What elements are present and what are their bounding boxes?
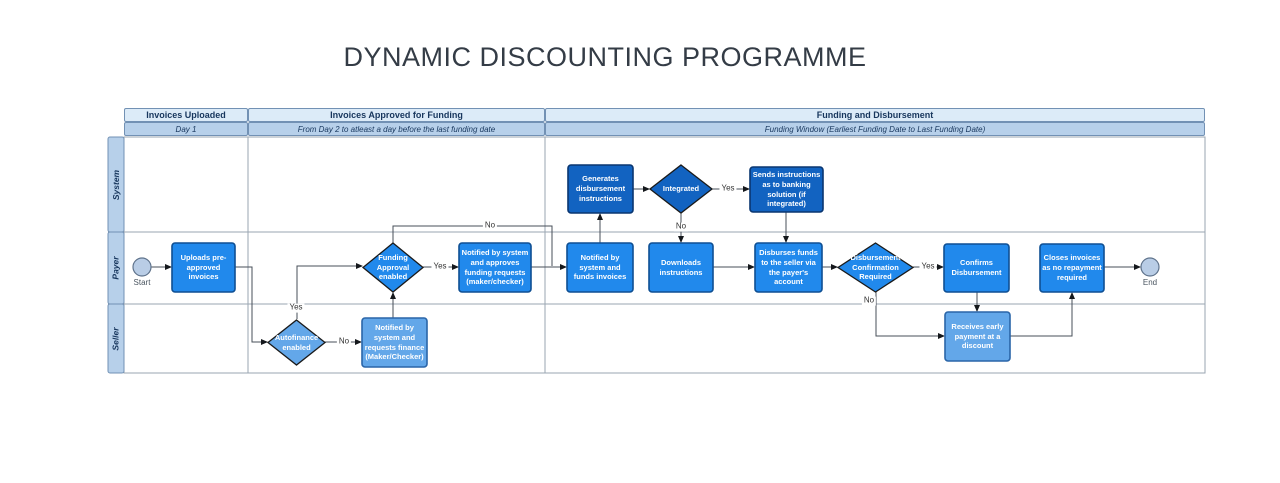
node-integrated: Integrated bbox=[662, 184, 700, 194]
node-funds-invoices: Notified by system and funds invoices bbox=[573, 252, 627, 282]
node-generates-instructions-shape bbox=[567, 164, 634, 214]
phase-subtitle-1: From Day 2 to atleast a day before the l… bbox=[248, 122, 545, 136]
node-funding-approval-enabled: Funding Approval enabled bbox=[376, 252, 410, 282]
node-integrated-shape bbox=[648, 164, 714, 214]
edge-confirmation-no bbox=[875, 292, 945, 339]
node-downloads-instructions: Downloads instructions bbox=[659, 257, 703, 277]
edge-label-funding-approval-no: No bbox=[482, 220, 498, 231]
node-disburses-funds: Disburses funds to the seller via the pa… bbox=[759, 248, 818, 287]
node-uploads-invoices: Uploads pre-approved invoices bbox=[180, 252, 227, 282]
node-approves-funding-requests-shape bbox=[458, 242, 532, 293]
node-confirms-disbursement: Confirms Disbursement bbox=[951, 258, 1002, 277]
node-disbursement-confirmation-required: Disbursement Confirmation Required bbox=[850, 252, 901, 282]
lane-strip-seller bbox=[107, 303, 125, 374]
edge-label-autofinance-yes: Yes bbox=[287, 302, 305, 313]
node-end-label: End bbox=[1142, 278, 1158, 287]
node-disburses-funds-shape bbox=[754, 242, 823, 293]
phase-subtitle-0: Day 1 bbox=[124, 122, 248, 136]
edge-label-confirmation-yes: Yes bbox=[919, 261, 937, 272]
node-requests-finance-shape bbox=[361, 317, 428, 368]
node-closes-invoices: Closes invoices as no repayment required bbox=[1042, 253, 1102, 282]
lane-label-text: System bbox=[111, 169, 121, 200]
node-uploads-invoices-shape bbox=[171, 242, 236, 293]
edge-label-confirmation-no: No bbox=[861, 295, 877, 306]
node-autofinance-enabled: Autofinance enabled bbox=[274, 332, 319, 352]
node-start-label: Start bbox=[133, 278, 151, 287]
phase-subtitle-2: Funding Window (Earliest Funding Date to… bbox=[545, 122, 1205, 136]
edge-label-autofinance-no: No bbox=[336, 336, 352, 347]
node-closes-invoices-shape bbox=[1039, 243, 1105, 293]
node-end-shape bbox=[1140, 257, 1160, 277]
node-sends-instructions-shape bbox=[749, 166, 824, 213]
node-receives-early-payment: Receives early payment at a discount bbox=[951, 321, 1004, 351]
node-approves-funding-requests: Notified by system and approves funding … bbox=[461, 248, 529, 287]
edge-funding-approval-no bbox=[392, 225, 553, 266]
edge-label-funding-approval-yes: Yes bbox=[431, 261, 449, 272]
edge-label-integrated-no: No bbox=[673, 221, 689, 232]
node-funds-invoices-shape bbox=[566, 242, 634, 293]
node-start-shape bbox=[132, 257, 152, 277]
phase-header-2: Funding and Disbursement bbox=[545, 108, 1205, 122]
node-disbursement-confirmation-required-shape bbox=[836, 242, 915, 293]
lane-label-text: Payer bbox=[111, 256, 122, 280]
node-generates-instructions: Generates disbursement instructions bbox=[575, 174, 626, 203]
edge-receives-to-closes bbox=[1010, 292, 1075, 337]
lane-label-text: Seller bbox=[111, 326, 121, 351]
node-downloads-instructions-shape bbox=[648, 242, 714, 293]
node-funding-approval-enabled-shape bbox=[361, 242, 425, 293]
edge-autofinance-yes bbox=[296, 263, 363, 319]
node-confirms-disbursement-shape bbox=[943, 243, 1010, 293]
node-requests-finance: Notified by system and requests finance … bbox=[364, 323, 425, 362]
node-receives-early-payment-shape bbox=[944, 311, 1011, 362]
node-autofinance-enabled-shape bbox=[266, 319, 327, 366]
phase-header-1: Invoices Approved for Funding bbox=[248, 108, 545, 122]
phase-header-0: Invoices Uploaded bbox=[124, 108, 248, 122]
page-title: DYNAMIC DISCOUNTING PROGRAMME bbox=[343, 42, 867, 72]
lane-label-seller: Seller bbox=[108, 304, 124, 373]
lane-label-system: System bbox=[108, 137, 124, 232]
lane-label-payer: Payer bbox=[108, 232, 124, 304]
edge-label-integrated-yes: Yes bbox=[719, 183, 737, 194]
node-sends-instructions: Sends instructions as to banking solutio… bbox=[752, 170, 821, 209]
edge-uploads-to-autofinance bbox=[235, 266, 268, 345]
